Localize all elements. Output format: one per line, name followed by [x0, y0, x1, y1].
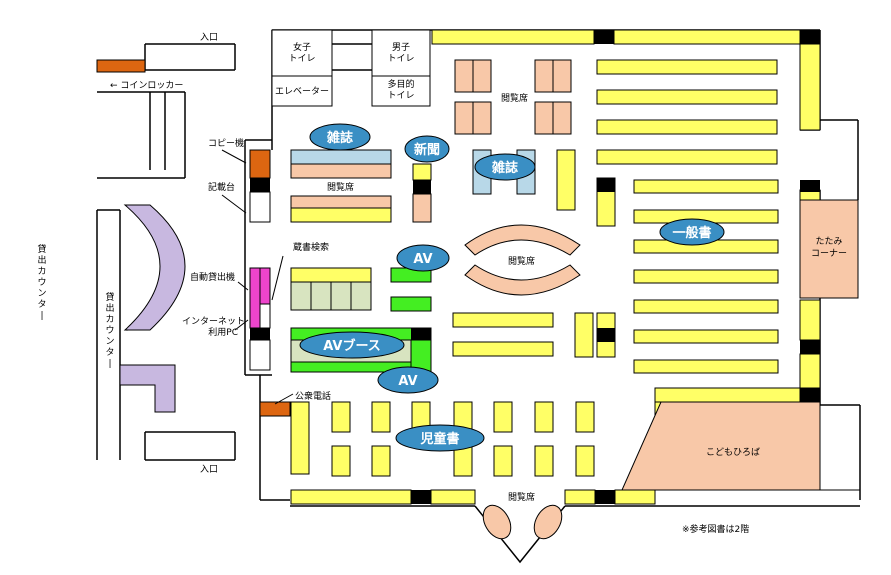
bubble-av-2-text: AV	[398, 374, 417, 389]
internet-pc-line1: インターネット	[182, 316, 245, 327]
womens-toilet-label: 女子トイレ	[288, 41, 315, 64]
kids-plaza-label: こどもひろば	[706, 447, 760, 458]
reading-seats-top-label: 閲覧席	[501, 92, 528, 104]
tatami-corner-area	[799, 199, 859, 299]
internet-pc-line2: 利用PC	[208, 326, 238, 338]
internet-pc-label: インターネット利用PC	[182, 316, 245, 338]
reading-seats-center-label: 閲覧席	[508, 255, 535, 267]
bubble-childrens-books-text: 児童書	[419, 431, 459, 447]
mens-toilet-line1: 男子	[392, 42, 410, 53]
bubble-av-1: AV	[396, 244, 450, 272]
bubble-magazines-2: 雑誌	[474, 153, 536, 181]
bubble-general-books-text: 一般書	[672, 225, 711, 241]
tatami-corner-label: たたみコーナー	[811, 236, 847, 259]
annotation-arrows	[221, 149, 294, 405]
copier-label: コピー機	[208, 137, 244, 149]
bottom-reading-seats	[482, 504, 563, 540]
bubble-av-1-text: AV	[413, 252, 432, 267]
elevator-label: エレベーター	[275, 86, 329, 97]
bubble-newspapers: 新聞	[404, 135, 450, 163]
reading-seats-top	[454, 59, 572, 135]
center-reading-seats	[464, 224, 581, 296]
public-phone-label: 公衆電話	[295, 390, 331, 402]
bubble-av-booth: AVブース	[299, 331, 405, 359]
tatami-line1: たたみ	[815, 236, 842, 247]
middle-shelves	[290, 267, 616, 358]
bubble-general-books: 一般書	[659, 218, 725, 246]
mens-toilet-label: 男子トイレ	[387, 42, 414, 64]
multi-toilet-line1: 多目的	[387, 78, 414, 90]
bubble-av-booth-text: AVブース	[323, 338, 381, 354]
left-equipment	[96, 59, 291, 417]
bubble-magazines-1-text: 雑誌	[326, 130, 353, 146]
bubble-magazines-1: 雑誌	[309, 123, 371, 151]
catalog-search-label: 蔵書検索	[293, 241, 329, 253]
tatami-line2: コーナー	[811, 248, 847, 259]
top-shelf-row	[431, 29, 820, 45]
restroom-block	[271, 29, 431, 107]
note-label: ※参考図書は2階	[682, 523, 749, 535]
lending-counters	[119, 204, 186, 413]
building-walls	[96, 29, 861, 564]
lending-counter-outer-label: 貸出カウンタ|	[37, 243, 46, 321]
multi-toilet-line2: トイレ	[387, 91, 414, 101]
womens-toilet-line2: トイレ	[288, 54, 315, 64]
entrance-top-label: 入口	[200, 32, 218, 43]
mens-toilet-line2: トイレ	[387, 54, 414, 64]
magazine-area	[290, 149, 536, 223]
coin-locker-label: ← コインロッカー	[110, 80, 183, 91]
lending-counter-inner-label: 貸出カウンタ|	[105, 291, 114, 369]
auto-lending-label: 自動貸出機	[190, 271, 235, 283]
reading-seats-magazine-label: 閲覧席	[327, 181, 354, 193]
general-book-shelves	[556, 149, 779, 374]
multi-toilet-label: 多目的トイレ	[387, 78, 414, 101]
reading-seats-bottom-label: 閲覧席	[508, 491, 535, 503]
kids-plaza-area	[621, 401, 860, 491]
bubble-childrens-books: 児童書	[395, 424, 485, 452]
bubble-av-2: AV	[377, 366, 439, 394]
bubble-magazines-2-text: 雑誌	[491, 160, 518, 176]
womens-toilet-line1: 女子	[293, 41, 311, 53]
writing-desk-label: 記載台	[208, 181, 235, 193]
entrance-bottom-label: 入口	[200, 464, 218, 475]
bubble-newspapers-text: 新聞	[414, 142, 440, 158]
